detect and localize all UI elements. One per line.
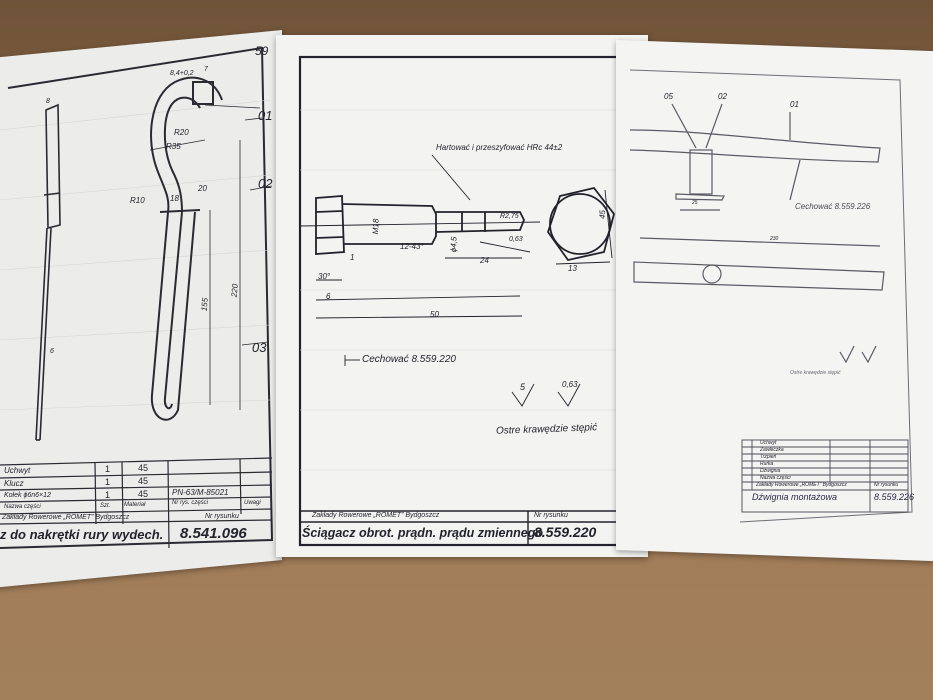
right-callout-05: 05 (664, 92, 673, 101)
middle-roughness-1: 5 (520, 382, 526, 392)
left-callout-03: 03 (252, 340, 267, 355)
left-part-qty-3: 1 (105, 490, 111, 500)
right-part-3: Trzpień (760, 454, 777, 460)
middle-marking: Cechować 8.559.220 (362, 354, 456, 365)
left-dim-5: R10 (130, 196, 145, 205)
middle-dim-roughness-small: 0,63 (509, 236, 523, 243)
middle-dim-angle: 12-43° (400, 242, 424, 251)
right-part-2: Zawleczka (760, 447, 784, 453)
middle-drawing-no-label: Nr rysunku (534, 512, 568, 519)
left-dim-6: 18 (170, 194, 179, 203)
right-callout-01: 01 (790, 100, 799, 109)
right-dim-25: 25 (692, 200, 698, 206)
middle-dim-hex-height: 13 (568, 264, 577, 273)
right-drawing-no-label: Nr rysunku (874, 482, 899, 488)
middle-drawing-no: 8.559.220 (534, 524, 597, 540)
middle-dim-chamfer-angle: 30° (318, 272, 331, 281)
left-part-qty-1: 1 (105, 464, 111, 474)
middle-heat-treatment-note: Hartować i przeszyfować HRc 44±2 (436, 143, 563, 152)
right-edge-note: Ostre krawędzie stępić (790, 370, 841, 376)
left-dim-1: 8,4+0,2 (170, 70, 194, 77)
left-corner-mark: 59 (255, 44, 269, 58)
middle-dim-head-length: 6 (326, 292, 331, 301)
left-dim-4: R35 (166, 142, 181, 151)
left-callout-01: 01 (258, 108, 273, 123)
right-factory: Zakłady Rowerowe „ROMET” Bydgoszcz (756, 482, 847, 488)
left-part-name-3: Kołek ϕ6n6×12 (4, 492, 51, 499)
left-callout-02: 02 (258, 176, 273, 191)
right-title: Dźwignia montażowa (752, 492, 838, 502)
middle-factory: Zakłady Rowerowe „ROMET” Bydgoszcz (312, 512, 440, 519)
left-dim-7: 20 (198, 184, 207, 193)
left-drawing-no-label: Nr rysunku (205, 513, 239, 520)
left-part-mat-3: 45 (138, 489, 149, 499)
middle-dim-total-length: 50 (430, 310, 439, 319)
left-drawing-no: 8.541.096 (180, 525, 247, 542)
left-dim-11: 6 (50, 348, 54, 355)
left-part-name-4: Nazwa części (4, 504, 41, 510)
left-part-qty-4: Szt. (100, 503, 111, 509)
right-part-1: Uchwyt (760, 440, 777, 446)
left-remarks-label: Uwagi (244, 500, 261, 506)
left-part-ref-4: Nr rys. części (172, 500, 208, 506)
left-part-ref-3: PN-63/M-85021 (172, 488, 229, 497)
right-marking: Cechować 8.559.226 (795, 202, 871, 211)
middle-title: Ściągacz obrot. prądn. prądu zmiennego (302, 526, 544, 540)
right-part-header: Nazwa części (760, 475, 791, 481)
left-part-qty-2: 1 (105, 477, 111, 487)
left-title: z do nakrętki rury wydech. (0, 527, 164, 542)
middle-dim-radius: R2,75 (500, 213, 519, 220)
right-part-4: Rurka (760, 461, 774, 467)
left-dim-10: 8 (46, 98, 50, 105)
left-part-mat-2: 45 (138, 476, 149, 486)
left-part-mat-4: Materiał (124, 502, 146, 508)
left-dim-3: R20 (174, 128, 189, 137)
left-part-mat-1: 45 (138, 463, 149, 473)
middle-dim-chamfer: 1 (350, 253, 355, 262)
right-drawing-no: 8.559.226 (874, 492, 915, 502)
left-factory: Zakłady Rowerowe „ROMET” Bydgoszcz (2, 514, 130, 521)
right-part-5: Dźwignia (760, 468, 781, 474)
left-part-name-1: Uchwyt (4, 466, 31, 475)
left-part-name-2: Klucz (4, 479, 24, 488)
right-callout-02: 02 (718, 92, 727, 101)
middle-roughness-2: 0,63 (562, 380, 578, 389)
middle-dim-shank-length: 24 (480, 256, 489, 265)
right-dim-230: 230 (770, 236, 779, 242)
left-dim-2: 7 (204, 66, 208, 73)
